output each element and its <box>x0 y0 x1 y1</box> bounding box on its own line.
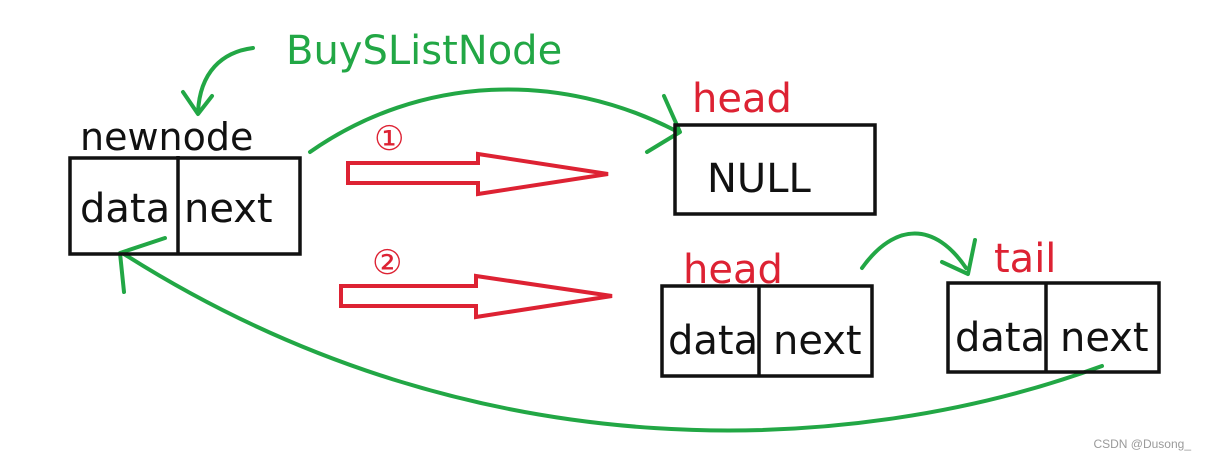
head-top-label: head <box>692 76 792 122</box>
newnode-to-head-arc <box>308 87 680 154</box>
tail-label: tail <box>994 236 1056 282</box>
step-one-arrow <box>346 151 609 197</box>
tail-node-data-label: data <box>955 315 1045 361</box>
head-node-box <box>660 284 874 378</box>
step-two-arrow <box>339 273 613 320</box>
step-two-label: ② <box>372 243 402 283</box>
head-bottom-label: head <box>683 247 783 293</box>
tail-to-newnode-curve <box>122 252 1104 433</box>
head-node-next-label: next <box>773 318 862 364</box>
tail-node-next-label: next <box>1060 315 1149 361</box>
buy-to-newnode-arrow <box>196 46 255 114</box>
step-one-label: ① <box>374 119 404 159</box>
head-null-value: NULL <box>707 156 811 202</box>
newnode-label: newnode <box>80 115 253 159</box>
head-to-tail-arc <box>860 231 968 270</box>
watermark: CSDN @Dusong_ <box>1093 437 1191 451</box>
head-to-tail-arrowhead <box>940 238 977 276</box>
head-null-box <box>673 123 877 216</box>
head-node-data-label: data <box>668 318 758 364</box>
newnode-box <box>68 156 302 256</box>
newnode-to-head-arrowhead <box>645 94 682 154</box>
tail-node-box <box>946 281 1161 374</box>
buy-to-newnode-arrowhead <box>181 90 214 116</box>
newnode-next-label: next <box>184 186 273 232</box>
function-name-label: BuySListNode <box>286 28 562 74</box>
newnode-data-label: data <box>80 186 170 232</box>
